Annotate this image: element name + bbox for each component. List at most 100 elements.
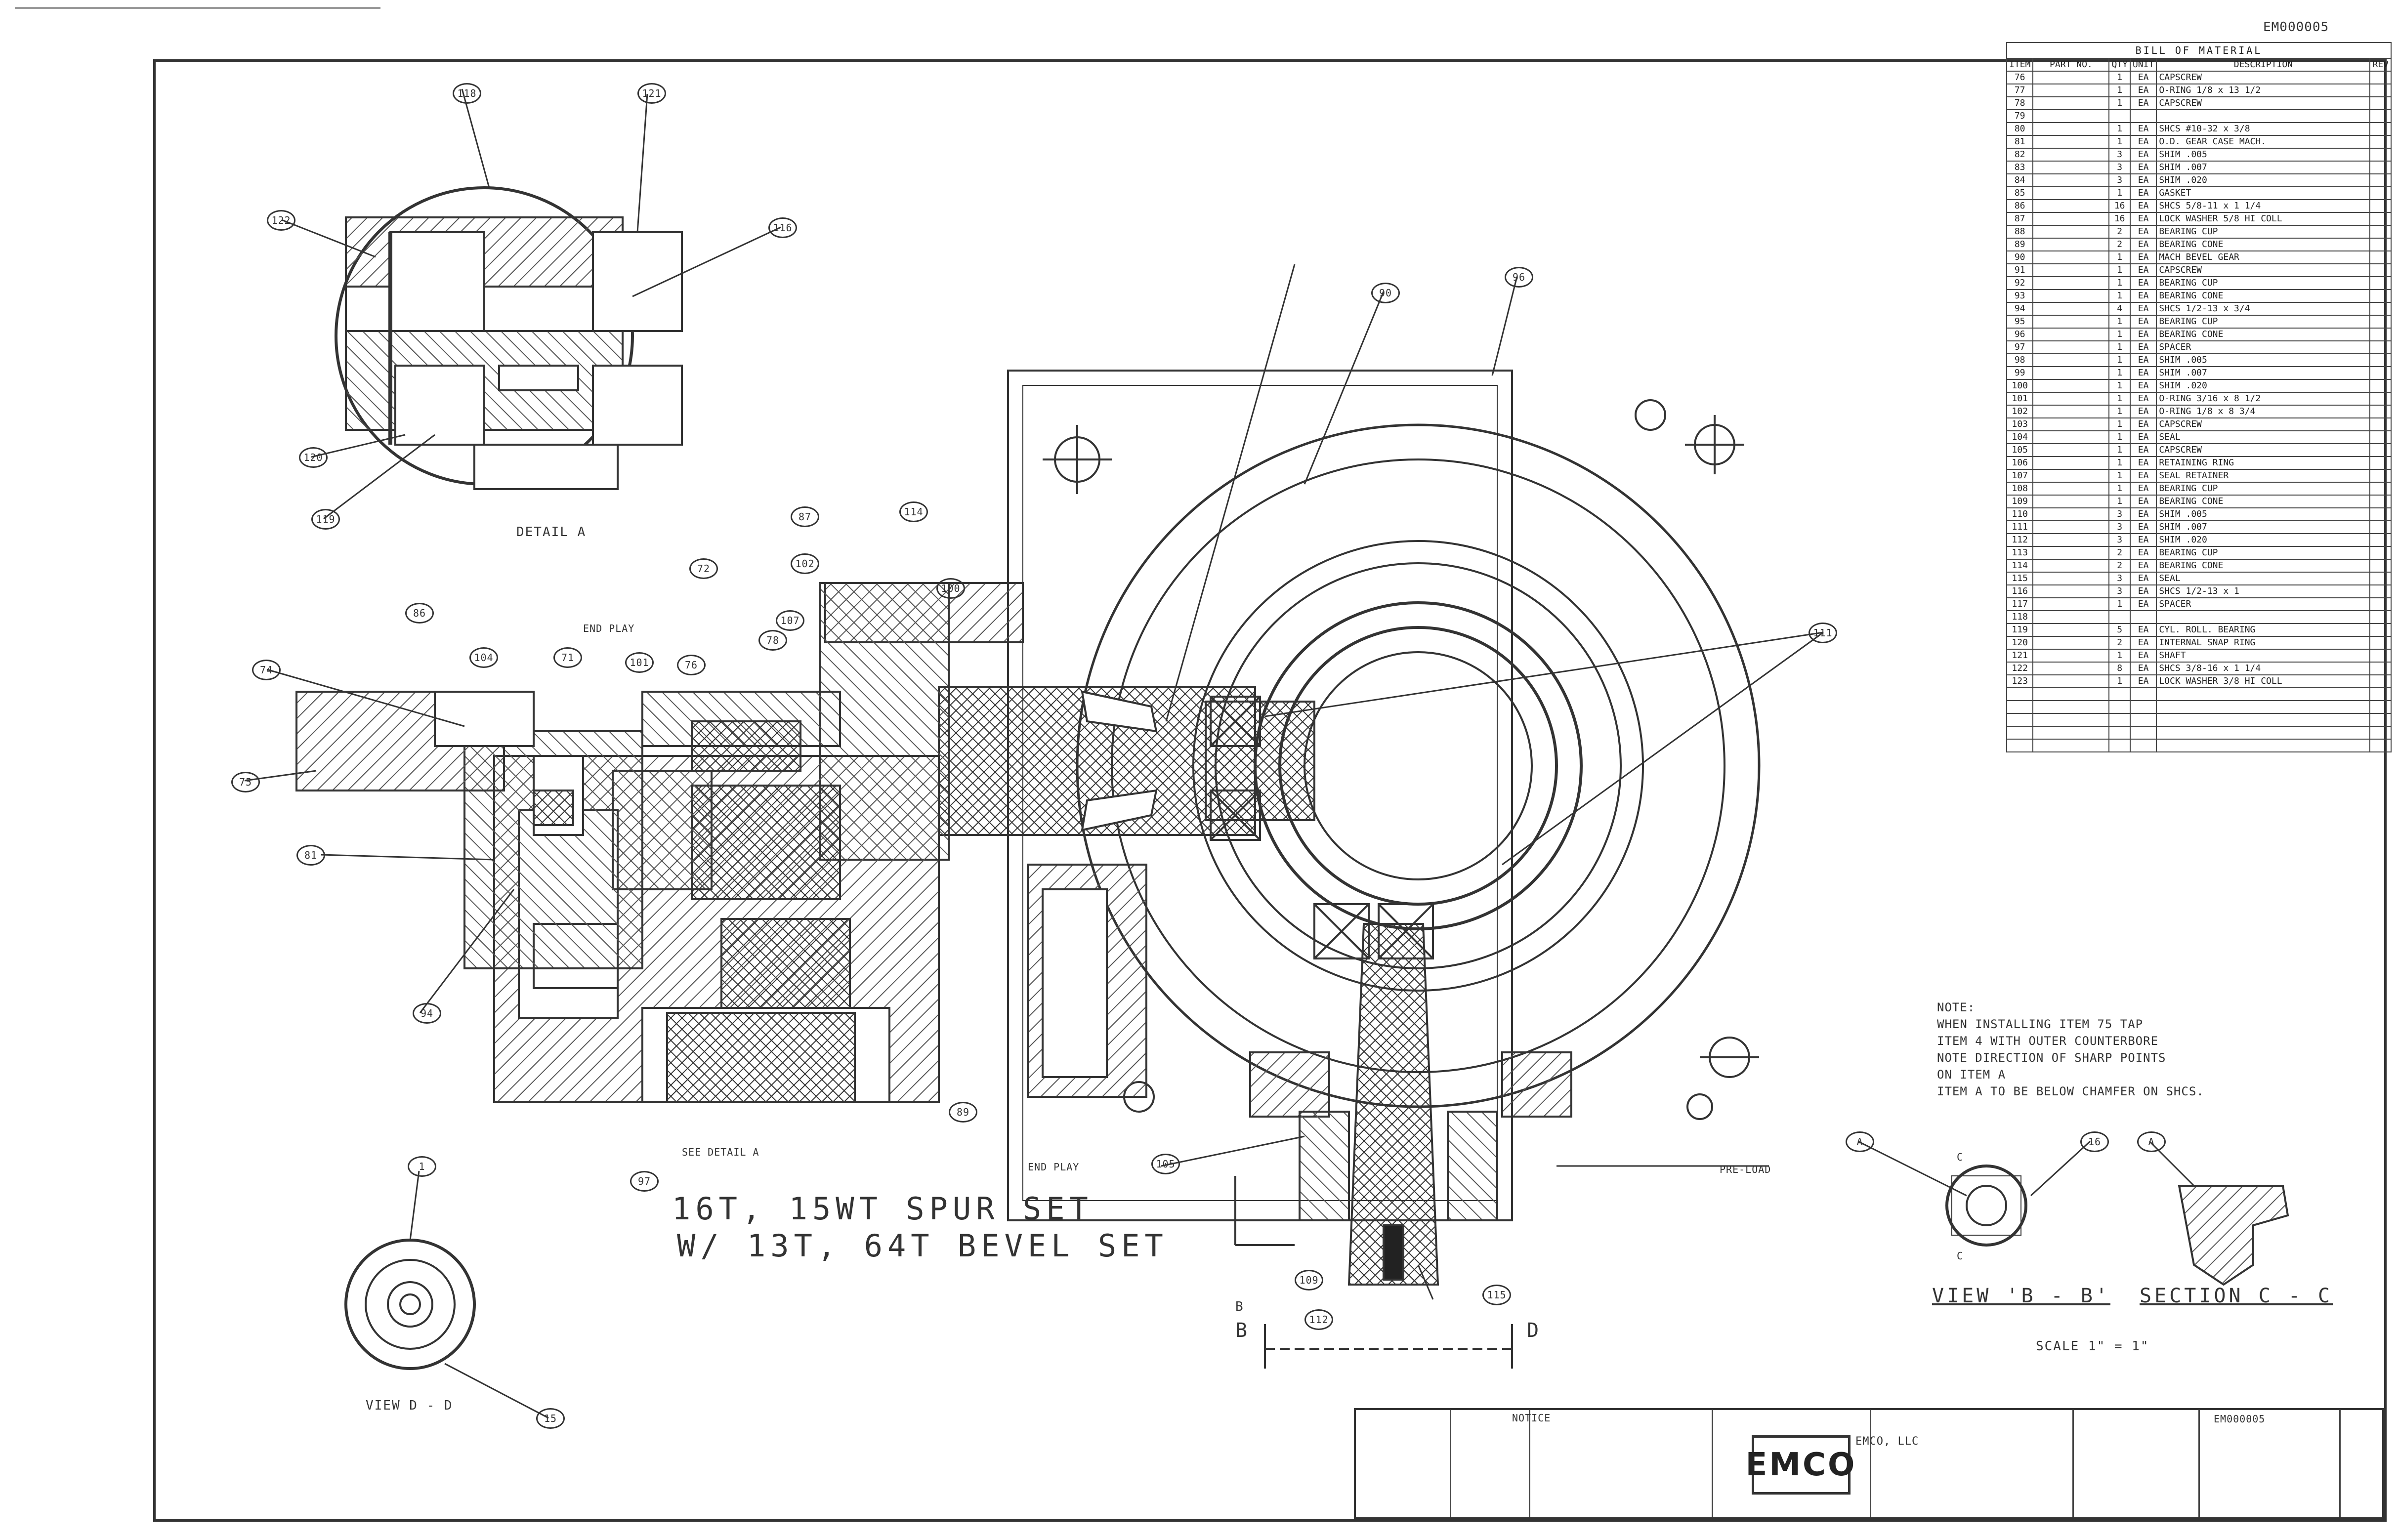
bom-cell: 3 [2108, 148, 2131, 162]
detail-a-label: DETAIL A [516, 525, 587, 540]
bom-cell: EA [2129, 405, 2157, 418]
bom-cell [2032, 700, 2110, 714]
balloon: 101 [625, 652, 654, 673]
bom-cell [2156, 713, 2371, 727]
bom-cell: 16 [2108, 199, 2131, 213]
bom-cell [2032, 572, 2110, 585]
bom-cell: SEAL RETAINER [2156, 469, 2371, 483]
balloon: 74 [252, 660, 281, 680]
bom-cell: SHIM .007 [2156, 366, 2371, 380]
bom-cell [2032, 186, 2110, 200]
bom-cell: EA [2129, 212, 2157, 226]
bom-cell: BEARING CUP [2156, 482, 2371, 496]
bom-cell: 3 [2108, 533, 2131, 547]
bom-cell [2369, 199, 2392, 213]
balloon: 109 [1295, 1270, 1323, 1290]
bom-cell: 76 [2006, 71, 2034, 84]
balloon: 100 [936, 578, 965, 599]
bom-cell [2369, 71, 2392, 84]
bom-cell [2129, 739, 2157, 752]
output-shaft [1347, 923, 1439, 1286]
note-line: ITEM A TO BE BELOW CHAMFER ON SHCS. [1937, 1084, 2204, 1098]
bom-header: DESCRIPTION [2156, 58, 2371, 72]
bom-cell [2032, 148, 2110, 162]
bom-cell: 112 [2006, 533, 2034, 547]
bom-cell: 86 [2006, 199, 2034, 213]
bom-cell [2129, 610, 2157, 624]
notes-block: NOTE: WHEN INSTALLING ITEM 75 TAP ITEM 4… [1937, 1000, 2204, 1098]
bom-cell: 88 [2006, 225, 2034, 239]
note-line: WHEN INSTALLING ITEM 75 TAP [1937, 1017, 2144, 1031]
bom-cell: EA [2129, 674, 2157, 688]
bom-cell: EA [2129, 482, 2157, 496]
bom-cell: O-RING 1/8 x 13 1/2 [2156, 83, 2371, 97]
bom-cell: 1 [2108, 135, 2131, 149]
view-bb-part [1945, 1165, 2027, 1247]
bom-cell [2032, 199, 2110, 213]
bom-cell: SEAL [2156, 430, 2371, 444]
bom-cell: SHCS #10-32 x 3/8 [2156, 122, 2371, 136]
bom-cell: 120 [2006, 636, 2034, 650]
section-d-marker: D [1527, 1319, 1541, 1342]
bom-cell [2006, 739, 2034, 752]
balloon: 111 [1809, 623, 1837, 643]
end-play-label-1: END PLAY [583, 623, 635, 634]
bom-cell: EA [2129, 276, 2157, 290]
balloon: 96 [1505, 267, 1533, 288]
bom-cell: 104 [2006, 430, 2034, 444]
bom-cell: SHIM .020 [2156, 379, 2371, 393]
notes-heading: NOTE: [1937, 1000, 1976, 1014]
bom-cell [2369, 726, 2392, 740]
bom-cell [2032, 289, 2110, 303]
balloon: 86 [405, 603, 434, 624]
bom-header: REV [2369, 58, 2392, 72]
balloon: 89 [949, 1102, 977, 1123]
bom-cell [2369, 366, 2392, 380]
bom-cell [2129, 713, 2157, 727]
drawing-border [153, 59, 2387, 1522]
title-block [1354, 1408, 2384, 1519]
bom-cell [2032, 713, 2110, 727]
bom-cell: EA [2129, 238, 2157, 251]
bom-cell: 5 [2108, 623, 2131, 637]
bom-cell [2032, 315, 2110, 329]
bom-cell: SPACER [2156, 340, 2371, 354]
bom-cell [2108, 687, 2131, 701]
bom-cell: EA [2129, 533, 2157, 547]
bom-cell: EA [2129, 289, 2157, 303]
bom-cell [2032, 520, 2110, 534]
bom-cell [2369, 559, 2392, 573]
bom-cell: 84 [2006, 173, 2034, 187]
bom-cell: EA [2129, 443, 2157, 457]
bom-cell: EA [2129, 469, 2157, 483]
bom-cell: 2 [2108, 559, 2131, 573]
bom-cell [2032, 726, 2110, 740]
bom-cell [2032, 212, 2110, 226]
bom-cell [2369, 636, 2392, 650]
section-b-marker: B [1235, 1319, 1250, 1342]
notice-title: NOTICE [1512, 1412, 1551, 1424]
bom-cell [2129, 687, 2157, 701]
bom-cell: 110 [2006, 507, 2034, 521]
bom-cell: 1 [2108, 353, 2131, 367]
section-cc-part [2178, 1185, 2289, 1286]
balloon: 90 [1371, 283, 1400, 303]
bom-cell [2369, 674, 2392, 688]
bom-cell [2369, 263, 2392, 277]
bom-cell: 95 [2006, 315, 2034, 329]
balloon: 97 [630, 1171, 659, 1192]
bom-cell [2369, 109, 2392, 123]
bom-cell: 121 [2006, 649, 2034, 663]
bom-cell: 103 [2006, 417, 2034, 431]
bom-cell: O-RING 1/8 x 8 3/4 [2156, 405, 2371, 418]
bom-cell [2369, 662, 2392, 675]
